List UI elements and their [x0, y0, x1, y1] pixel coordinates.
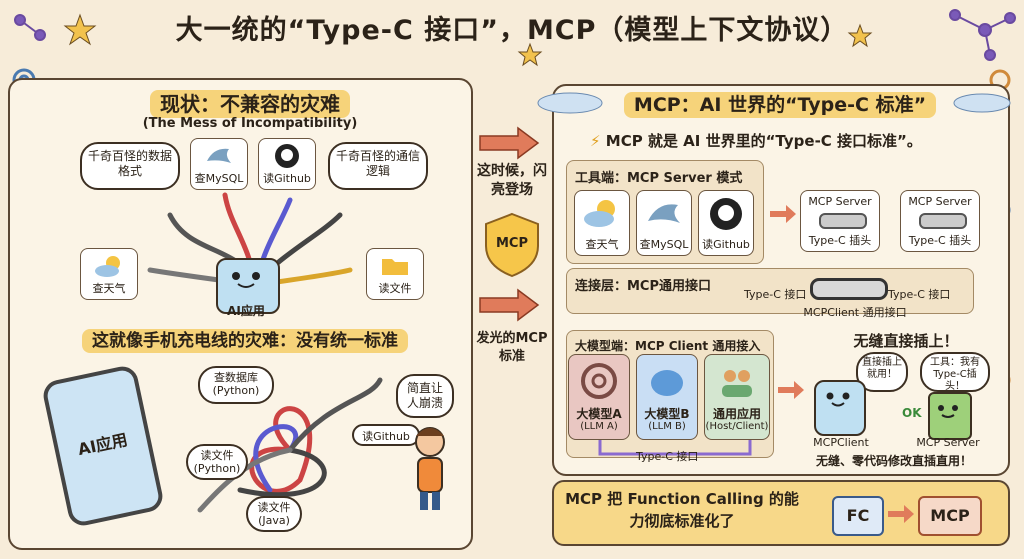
llm-b-card: 大模型B (LLM B) — [636, 354, 698, 440]
seamless-title: 无缝直接插上！ — [853, 332, 959, 350]
cable-label-readfile-python: 读文件 (Python) — [186, 444, 248, 480]
server-label: MCP Server — [916, 436, 980, 449]
port-right-label: Type-C 接口 — [888, 288, 951, 301]
network-icon — [14, 9, 1016, 61]
tool-github-right: 读Github — [698, 190, 754, 256]
phone-label: AI应用 — [76, 430, 130, 460]
mcp-server-plug-1: MCP Server Type-C 插头 — [800, 190, 880, 252]
purple-cable — [598, 440, 752, 456]
bubble-comm-logic: 千奇百怪的通信逻辑 — [328, 142, 428, 190]
weather-icon — [95, 256, 120, 277]
cloud-icon — [953, 93, 1011, 113]
cable-knot — [197, 377, 383, 513]
right-heading: MCP：AI 世界的“Type-C 标准” — [585, 90, 975, 118]
person-bubble: 简直让人崩溃 — [396, 374, 454, 418]
github-icon — [275, 144, 299, 168]
cable-label-github: 读Github — [352, 424, 420, 446]
bottom-port-label: Type-C 接口 — [636, 450, 699, 463]
stressed-person-icon — [408, 424, 452, 514]
github-icon — [710, 198, 742, 230]
arrow-right-icon — [888, 505, 914, 523]
dolphin-icon — [648, 204, 680, 223]
tool-mysql-right: 查MySQL — [636, 190, 692, 256]
right-tagline: ⚡ MCP 就是 AI 世界里的“Type-C 接口标准”。 — [590, 132, 922, 150]
client-label: MCPClient — [813, 436, 869, 449]
arrow-right-icon — [778, 381, 804, 399]
arrow-right-icon — [770, 205, 796, 223]
robot-label: AI应用 — [227, 304, 265, 318]
port-caption: MCPClient 通用接口 — [803, 306, 907, 319]
bubble-data-format: 千奇百怪的数据格式 — [80, 142, 180, 190]
port-left-label: Type-C 接口 — [744, 288, 807, 301]
seamless-caption: 无缝、零代码修改直插直用！ — [815, 454, 972, 468]
folder-icon — [382, 259, 408, 275]
middle-text-1: 这时候，闪亮登场 — [477, 163, 547, 198]
weather-icon — [584, 200, 615, 227]
star-icon — [63, 13, 873, 67]
robot-face-icon — [232, 272, 260, 288]
llm-a-card: 大模型A (LLM A) — [568, 354, 630, 440]
host-card: 通用应用 (Host/Client) — [704, 354, 770, 440]
robot-icon — [216, 258, 280, 314]
tool-readfile: 读文件 — [366, 248, 424, 300]
arrow-right-icon — [479, 288, 540, 322]
left-heading: 现状：不兼容的灾难 — [120, 88, 380, 118]
banner-text: MCP 把 Function Calling 的能力彻底标准化了 — [565, 490, 799, 530]
fc-box: FC — [832, 496, 884, 536]
left-subheading: (The Mess of Incompatibility) — [142, 116, 358, 131]
tool-weather-right: 查天气 — [574, 190, 630, 256]
usb-c-port-icon — [810, 278, 888, 300]
robot-client-icon — [814, 380, 866, 436]
lightning-icon: ⚡ — [590, 132, 601, 150]
cable-label-db: 查数据库 (Python) — [198, 366, 274, 404]
middle-text-2: 发光的MCP 标准 — [476, 331, 548, 364]
tool-mysql: 查MySQL — [190, 138, 248, 190]
mcp-shield-label: MCP — [495, 236, 528, 251]
usb-c-plug-icon — [819, 213, 867, 229]
ok-label: OK — [902, 406, 922, 420]
llm-cloud-icon — [651, 370, 683, 396]
cable-label-readfile-java: 读文件 (Java) — [246, 496, 302, 532]
users-icon — [722, 370, 752, 397]
mcp-box: MCP — [918, 496, 982, 536]
server-bubble: 工具：我有Type-C插头！ — [920, 352, 990, 392]
server-character-icon — [928, 392, 972, 440]
mcp-server-plug-2: MCP Server Type-C 插头 — [900, 190, 980, 252]
cloud-icon — [537, 92, 603, 114]
dolphin-icon — [207, 148, 231, 163]
mcp-shield-icon — [485, 212, 539, 278]
tool-github: 读Github — [258, 138, 316, 190]
tool-weather: 查天气 — [80, 248, 138, 300]
left-heading-2: 这就像手机充电线的灾难：没有统一标准 — [60, 326, 430, 353]
arrow-right-icon — [479, 126, 540, 160]
usb-c-plug-icon — [919, 213, 967, 229]
page-title: 大一统的“Type-C 接口”，MCP（模型上下文协议） — [175, 15, 849, 46]
connection-section: 连接层：MCP通用接口 — [566, 268, 974, 314]
openai-logo-icon — [581, 363, 617, 399]
